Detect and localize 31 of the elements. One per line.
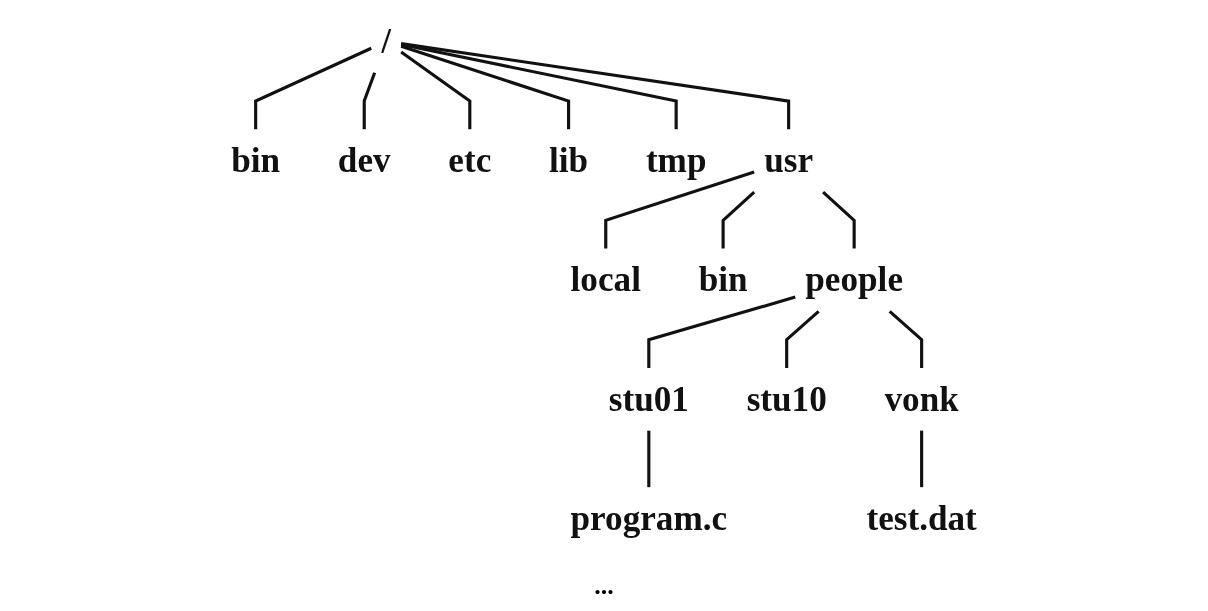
connector bbox=[822, 190, 856, 249]
connector bbox=[920, 430, 924, 488]
node-text: lib bbox=[549, 140, 589, 180]
node-text: people bbox=[805, 259, 903, 299]
connector bbox=[721, 190, 756, 249]
node-text: test.dat bbox=[866, 498, 977, 538]
node-text: stu10 bbox=[746, 379, 827, 419]
connector bbox=[604, 170, 755, 249]
connector bbox=[888, 310, 924, 368]
node-text: stu01 bbox=[608, 379, 689, 419]
node-text: bin bbox=[231, 140, 281, 180]
node-text: usr bbox=[764, 140, 814, 180]
connector bbox=[400, 42, 678, 130]
node-text: / bbox=[381, 21, 392, 61]
node-text: bin bbox=[698, 259, 748, 299]
node-text: local bbox=[570, 259, 641, 299]
connector bbox=[647, 430, 651, 488]
connector bbox=[647, 295, 796, 368]
connector bbox=[400, 42, 791, 130]
connector bbox=[400, 44, 571, 130]
connector bbox=[785, 310, 820, 368]
connector bbox=[254, 46, 372, 130]
node-text: program.c bbox=[570, 498, 728, 538]
node-text: etc bbox=[448, 140, 492, 180]
node-text: tmp bbox=[645, 140, 707, 180]
directory-tree-drawing: / bin dev etc lib tmp usr local bin people stu01 stu10 vonk program.c test.dat bbox=[0, 0, 1208, 560]
ellipsis-text: ... bbox=[594, 571, 614, 600]
node-text: dev bbox=[337, 140, 391, 180]
node-text: vonk bbox=[884, 379, 959, 419]
connector bbox=[400, 50, 472, 130]
connector bbox=[362, 72, 377, 130]
